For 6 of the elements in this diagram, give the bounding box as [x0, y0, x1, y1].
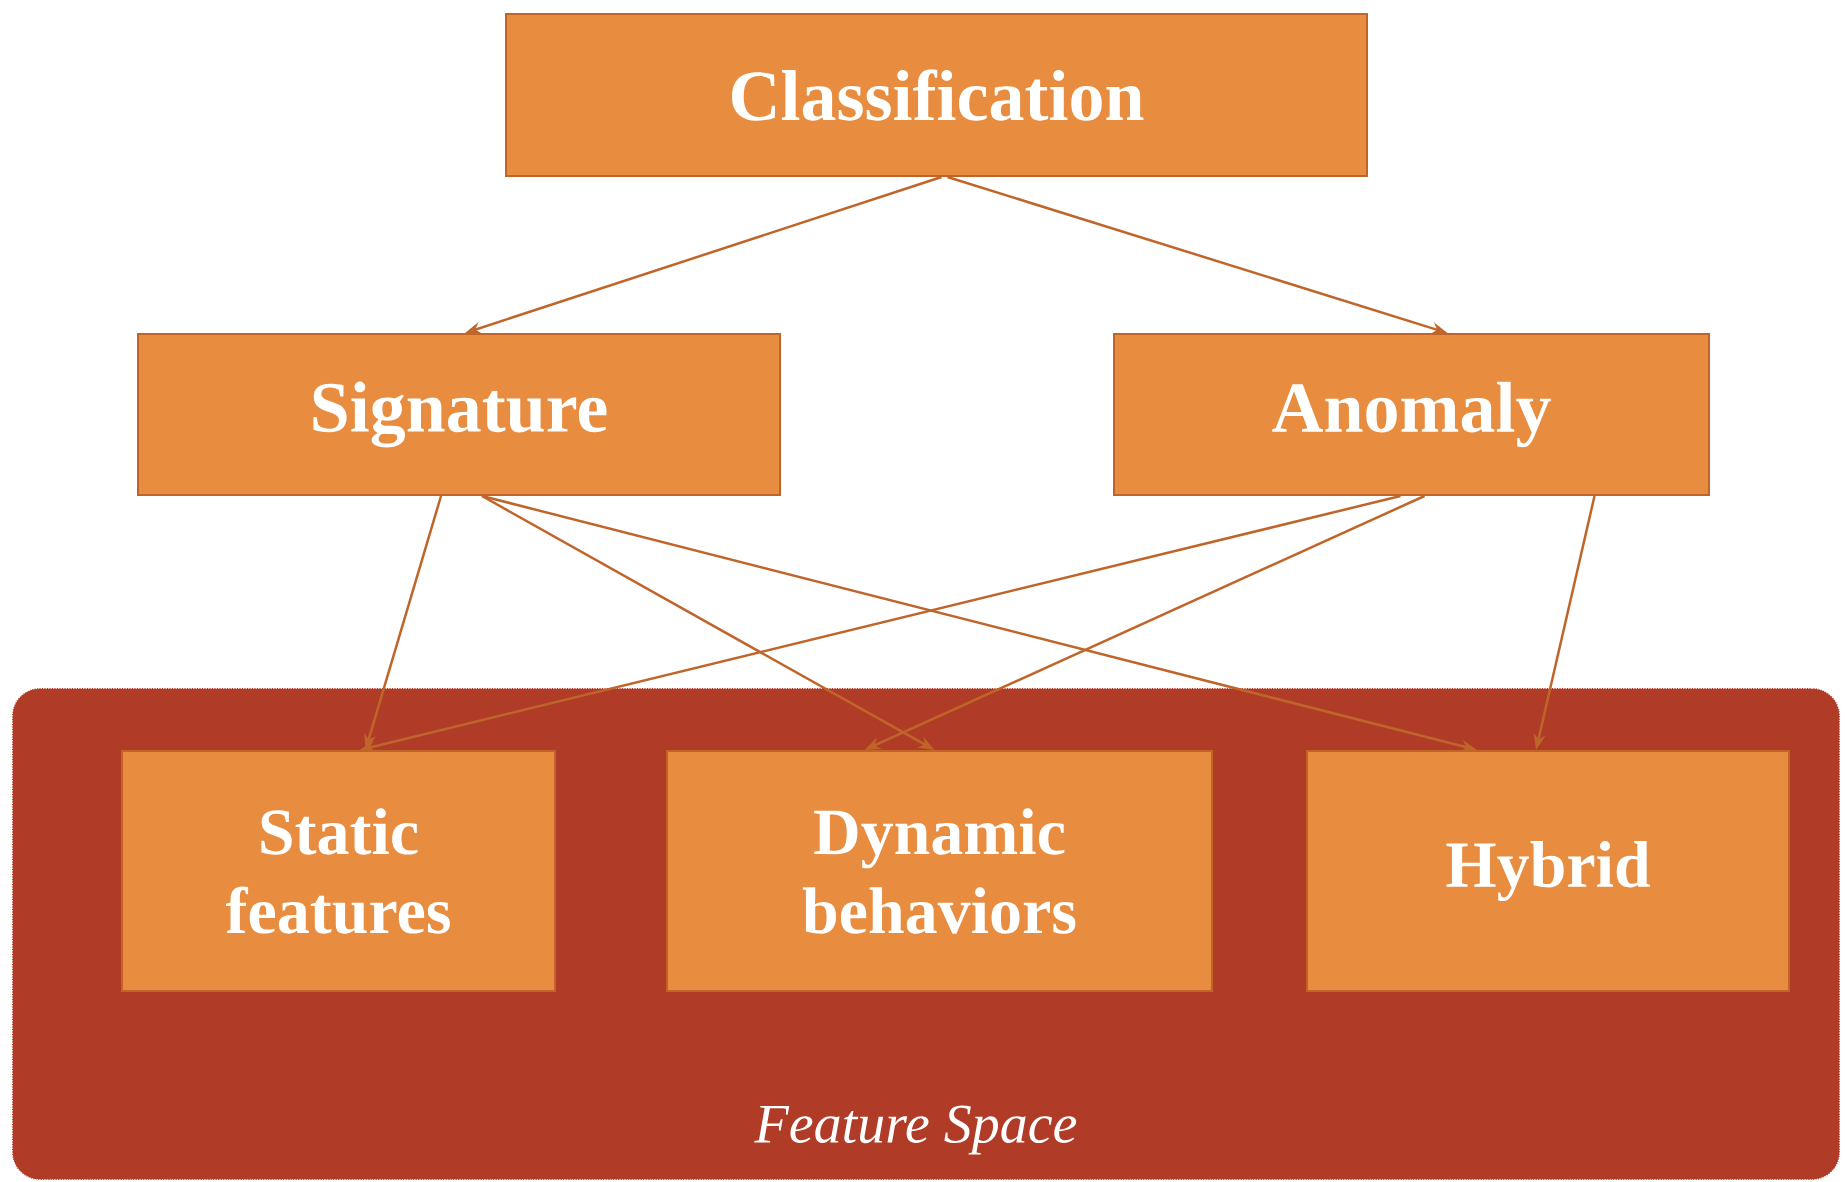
process-box: Hybrid: [1306, 750, 1790, 992]
process-box: Anomaly: [1113, 333, 1710, 496]
process-box: Static features: [121, 750, 556, 992]
process-box: Classification: [505, 13, 1368, 177]
process-box: Signature: [137, 333, 781, 496]
process-box: Dynamic behaviors: [666, 750, 1213, 992]
